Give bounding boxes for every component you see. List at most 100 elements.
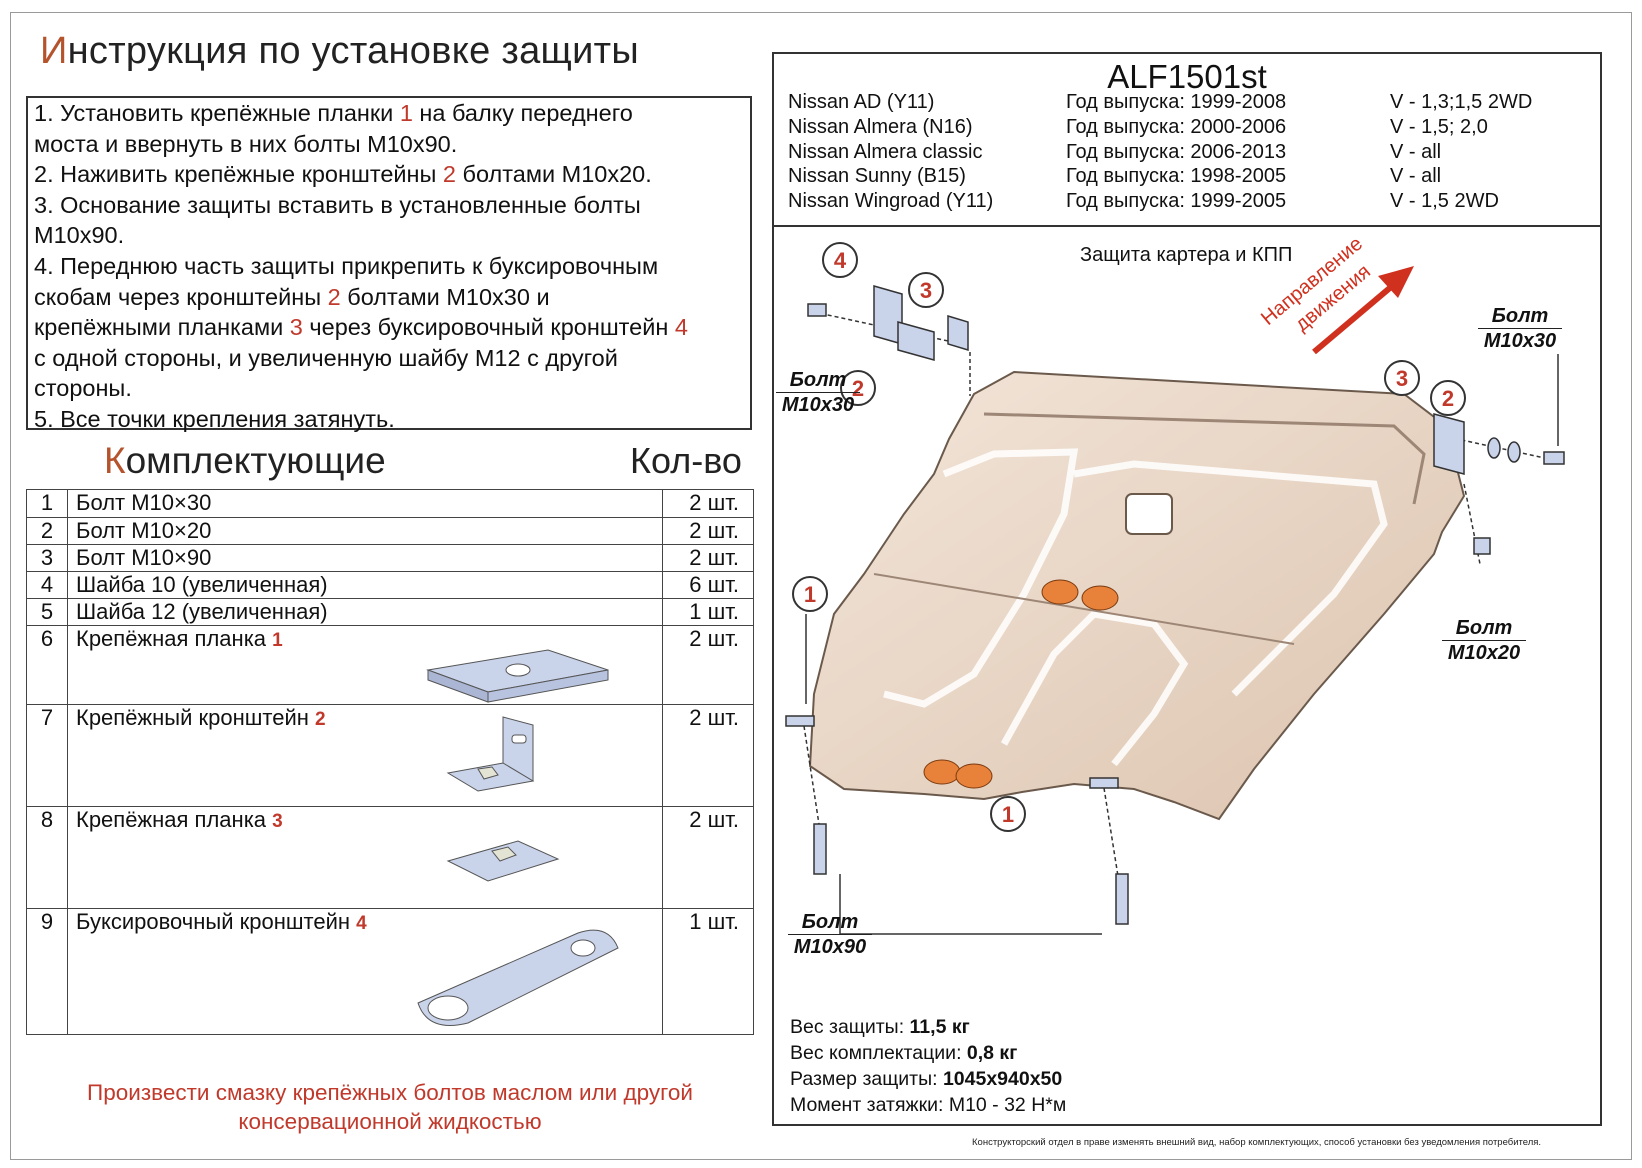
note-line-1: Произвести смазку крепёжных болтов масло… xyxy=(87,1080,693,1105)
part-number-ref: 2 xyxy=(315,709,326,730)
car-year: Год выпуска: 2000-2006 xyxy=(1066,115,1287,138)
bolt-label-word: Болт xyxy=(789,369,847,391)
row-number: 1 xyxy=(26,489,68,518)
row-number: 3 xyxy=(26,544,68,572)
component-quantity: 1 шт. xyxy=(662,908,754,1035)
part-number-ref: 2 xyxy=(442,161,456,188)
spec-value: 11,5 кг xyxy=(909,1016,970,1038)
product-panel: ALF1501st Nissan AD (Y11) Год выпуска: 19… xyxy=(772,52,1602,1126)
component-name: Болт М10×20 xyxy=(76,518,212,543)
front-left-hardware xyxy=(807,285,971,396)
page-title: Инструкция по установке защиты xyxy=(40,30,639,73)
bolt-label-size: М10х30 xyxy=(1478,328,1562,353)
callout: 1 xyxy=(792,576,828,612)
instruction-text: скобам через кронштейны xyxy=(34,283,328,310)
instruction-line: 3. Основание защиты вставить в установле… xyxy=(34,190,744,221)
logo-badge xyxy=(955,763,993,789)
instruction-text: стороны. xyxy=(34,375,132,402)
car-name: Nissan Almera classic xyxy=(788,140,983,163)
part-illustration xyxy=(446,840,560,882)
components-heading-first: К xyxy=(104,440,126,481)
page-frame xyxy=(10,12,1632,1160)
callout-number: 3 xyxy=(1396,366,1408,391)
row-number: 8 xyxy=(26,806,68,909)
row-number: 6 xyxy=(26,625,68,705)
row-number: 7 xyxy=(26,704,68,807)
component-quantity: 2 шт. xyxy=(662,544,754,572)
installation-diagram: Направление движения xyxy=(785,233,1565,935)
part-number-ref: 1 xyxy=(399,100,413,126)
component-name-cell: Крепёжная планка 3 xyxy=(67,806,663,909)
callout: 2 xyxy=(840,370,876,406)
component-name-cell: Болт М10×90 xyxy=(67,544,663,572)
callout-number: 4 xyxy=(834,248,847,273)
car-name: Nissan Wingroad (Y11) xyxy=(788,190,994,213)
panel-divider xyxy=(774,225,1600,227)
logo-badge xyxy=(1081,585,1119,611)
components-heading: Комплектующие xyxy=(104,440,386,482)
instruction-text: болтами М10х20. xyxy=(456,161,652,188)
skid-plate xyxy=(808,370,1466,821)
instructions-box: 1. Установить крепёжные планки 1 на балк… xyxy=(26,96,752,432)
row-number: 5 xyxy=(26,598,68,626)
component-name-cell: Шайба 12 (увеличенная) xyxy=(67,598,663,626)
spec-value: 1045х940х50 xyxy=(942,1068,1063,1090)
car-name: Nissan Almera (N16) xyxy=(788,115,973,138)
component-name-cell: Шайба 10 (увеличенная) xyxy=(67,571,663,599)
spec-label: Момент затяжки: xyxy=(790,1094,949,1116)
instruction-text: через буксировочный кронштейн xyxy=(302,314,675,341)
car-year: Год выпуска: 2006-2013 xyxy=(1066,140,1287,163)
part-number-ref: 2 xyxy=(327,283,341,310)
spec-value: 0,8 кг xyxy=(966,1042,1018,1064)
instruction-line: 1. Установить крепёжные планки 1 на балк… xyxy=(34,98,744,129)
instruction-line: 4. Переднюю часть защиты прикрепить к бу… xyxy=(34,251,744,282)
components-heading-rest: омплектующие xyxy=(125,440,386,481)
car-year: Год выпуска: 1999-2005 xyxy=(1066,190,1287,213)
bolt-label-size: М10х30 xyxy=(776,392,860,417)
title-rest: нструкция по установке защиты xyxy=(67,30,639,72)
component-name: Крепёжная планка xyxy=(76,807,273,832)
callout: 2 xyxy=(1430,380,1466,416)
part-illustration xyxy=(446,716,535,792)
car-engine: V - all xyxy=(1390,165,1442,188)
part-illustration xyxy=(426,649,609,703)
model-code: ALF1501st xyxy=(1107,58,1267,95)
component-name: Крепёжная планка xyxy=(76,626,273,651)
plate-part xyxy=(947,314,969,352)
callout: 3 xyxy=(1384,360,1420,396)
note-line-2: консервационной жидкостью xyxy=(238,1109,542,1134)
spec-row: Вес комплектации: 0,8 кг xyxy=(790,1040,1066,1066)
car-engine: V - 1,3;1,5 2WD xyxy=(1390,91,1533,113)
part-illustration xyxy=(417,929,619,1026)
instruction-line: с одной стороны, и увеличенную шайбу М12… xyxy=(34,343,744,374)
component-quantity: 2 шт. xyxy=(662,806,754,909)
table-row: 5 Шайба 12 (увеличенная) 1 шт. xyxy=(26,598,754,626)
part-number-ref: 4 xyxy=(674,314,688,341)
diagram-subtitle: Защита картера и КПП xyxy=(1080,244,1293,266)
callout: 3 xyxy=(908,272,944,308)
car-name: Nissan AD (Y11) xyxy=(788,91,935,113)
instruction-line: 5. Все точки крепления затянуть. xyxy=(34,404,744,435)
part-number-ref: 4 xyxy=(356,913,367,934)
instruction-text: болтами М10х30 и xyxy=(340,283,550,310)
component-name: Шайба 12 (увеличенная) xyxy=(76,599,328,624)
callout-number: 2 xyxy=(1442,386,1454,411)
instruction-text: крепёжными планками xyxy=(34,314,290,341)
instruction-text: М10х90. xyxy=(34,222,125,249)
car-name: Nissan Sunny (B15) xyxy=(788,165,966,188)
instruction-text: 1. Установить крепёжные планки xyxy=(34,100,400,126)
component-quantity: 1 шт. xyxy=(662,598,754,626)
component-name-cell: Болт М10×20 xyxy=(67,517,663,545)
part-number-ref: 3 xyxy=(272,811,283,832)
